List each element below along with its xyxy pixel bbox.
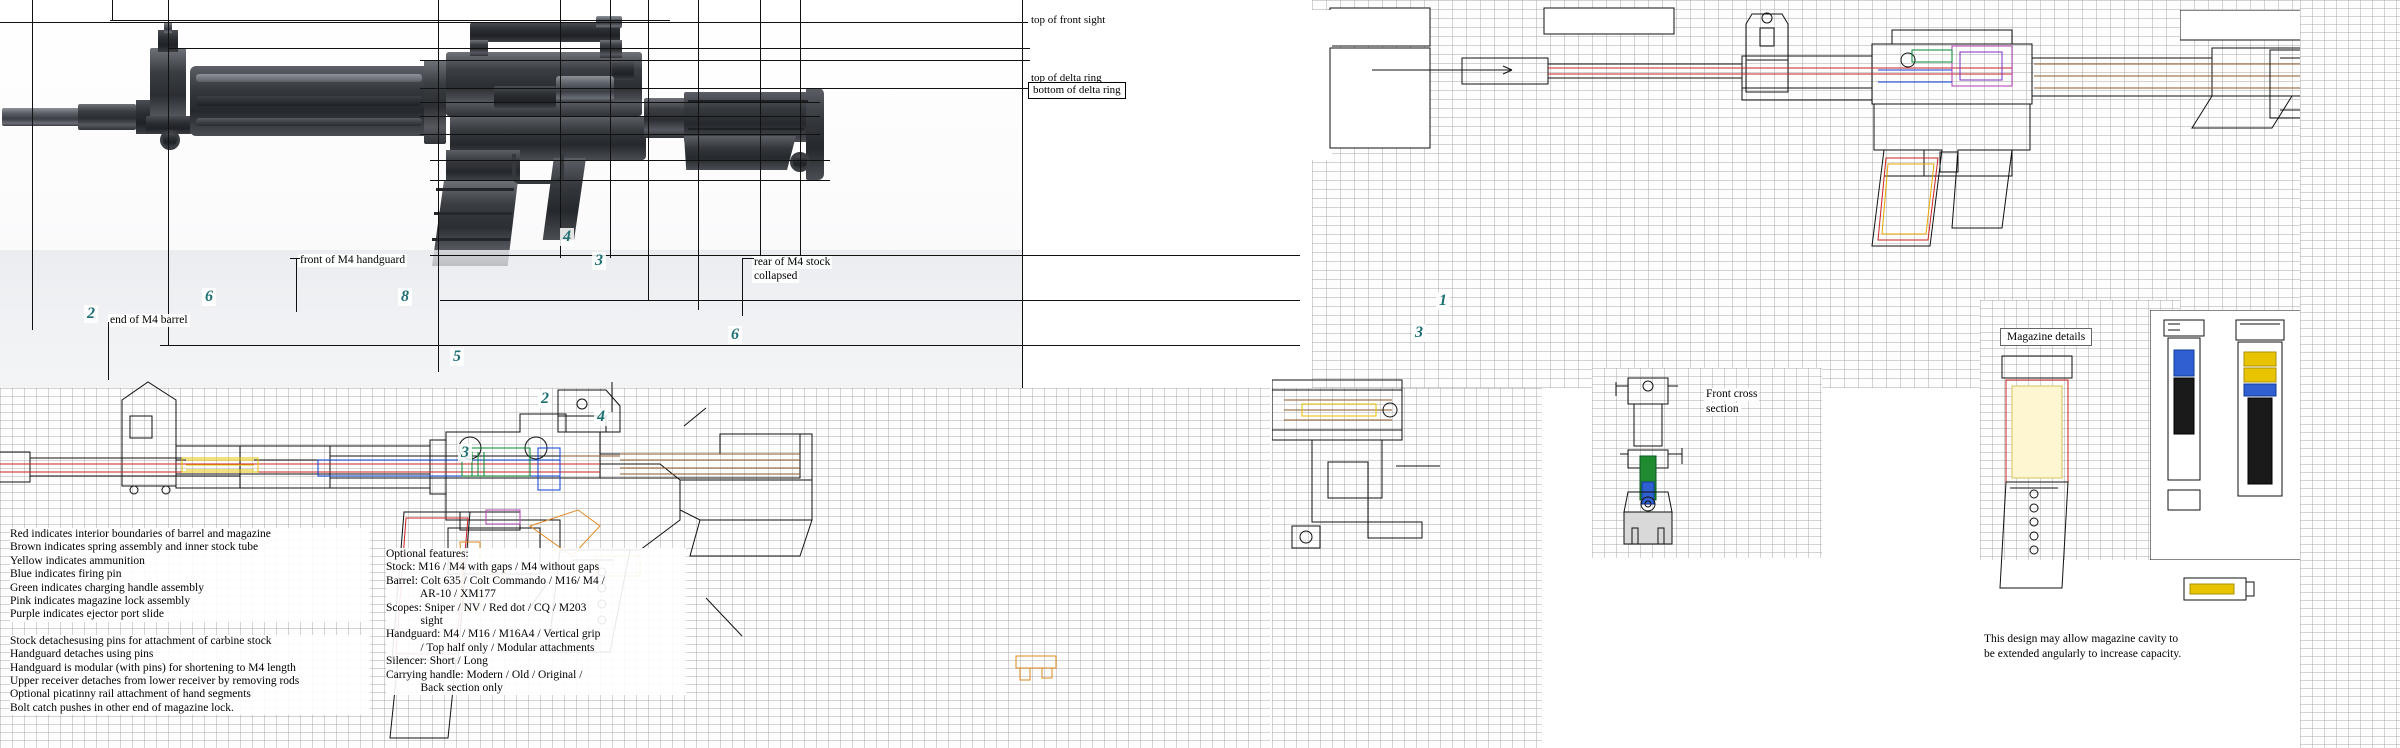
measure-line-h [420, 102, 820, 103]
measure-line-v [800, 0, 801, 258]
color-key-line-0: Red indicates interior boundaries of bar… [10, 528, 370, 542]
callout-top-of-front-sight: top of front sight [1028, 14, 1109, 27]
optional-features-line-8: Carrying handle: Modern / Old / Original… [386, 668, 686, 683]
callout-bottom-of-delta-ring: bottom of delta ring [1028, 82, 1126, 99]
measure-line-h [420, 134, 820, 135]
measure-line-v [32, 0, 33, 330]
label-rear-of-m4-stock-collapsed: collapsed [752, 270, 800, 283]
measure-line-h [430, 160, 830, 161]
optional-features-line-7: Silencer: Short / Long [386, 655, 686, 669]
part-number-2-trigger: 2 [538, 390, 552, 408]
measure-line-h [0, 22, 1030, 23]
part-number-5-magwell: 5 [450, 348, 464, 366]
optional-features-line-1: Barrel: Colt 635 / Colt Commando / M16/ … [386, 574, 686, 589]
part-number-3-stock-detail: 3 [1412, 324, 1426, 342]
part-number-6-barrel: 6 [202, 288, 216, 306]
label-front-cross-section-line1: Front cross [1704, 388, 1760, 401]
measure-line-v [760, 0, 761, 258]
label-end-of-m4-barrel: end of M4 barrel [108, 314, 190, 327]
photo-reference-panel: top of front sight top of delta ring bot… [0, 0, 1310, 390]
measure-line-v [112, 0, 113, 20]
leader-rear-of-m4-stock-h [742, 258, 754, 259]
callout-top-of-delta-ring: top of delta ring [1028, 72, 1105, 85]
optional-features-line-4: sight [386, 615, 686, 629]
measure-line-h [160, 345, 1300, 346]
assembly-note-4: Optional picatinny rail attachment of ha… [10, 688, 370, 702]
optional-features-line-6: / Top half only / Modular attachments [386, 641, 686, 656]
leader-front-of-m4-handguard [296, 258, 297, 312]
measure-line-h [420, 88, 1030, 89]
blueprint-collapsed-stock-detail [1272, 379, 1440, 549]
color-key-spacer [10, 622, 370, 635]
label-rear-of-m4-stock: rear of M4 stock [752, 256, 833, 269]
measure-line-v [560, 0, 561, 258]
optional-features-line-9: Back section only [386, 682, 686, 696]
blueprint-grid-right-margin [2300, 0, 2400, 748]
measure-line-h [430, 180, 830, 181]
optional-features-line-3: Scopes: Sniper / NV / Red dot / CQ / M20… [386, 601, 686, 616]
blueprint-front-cross-section [1615, 377, 1683, 545]
label-magazine-note-line1: This design may allow magazine cavity to [1982, 633, 2181, 646]
blueprint-rifle-orthographic [1312, 7, 2371, 247]
assembly-note-3: Upper receiver detaches from lower recei… [10, 675, 370, 689]
measure-line-h [420, 60, 1030, 61]
measure-line-h [430, 255, 1300, 256]
color-key-line-5: Pink indicates magazine lock assembly [10, 595, 370, 609]
measure-line-v [698, 0, 699, 310]
leader-end-of-m4-barrel [108, 322, 109, 380]
measure-line-h [168, 48, 1030, 49]
part-number-4-upper: 4 [560, 228, 574, 246]
part-number-8-handguard: 8 [398, 288, 412, 306]
label-magazine-details: Magazine details [2000, 328, 2093, 346]
color-key-block: Red indicates interior boundaries of bar… [10, 528, 370, 716]
assembly-note-1: Handguard detaches using pins [10, 648, 370, 662]
leader-front-of-m4-handguard-h [290, 258, 300, 259]
color-key-line-6: Purple indicates ejector port slide [10, 608, 370, 622]
assembly-note-2: Handguard is modular (with pins) for sho… [10, 661, 370, 676]
color-key-line-1: Brown indicates spring assembly and inne… [10, 541, 370, 555]
part-number-6-buffer: 6 [728, 326, 742, 344]
label-magazine-note-line2: be extended angularly to increase capaci… [1982, 648, 2184, 661]
color-key-line-4: Green indicates charging handle assembly [10, 581, 370, 596]
part-number-1-stock-detail: 1 [1436, 292, 1450, 310]
optional-features-line-2: AR-10 / XM177 [386, 588, 686, 602]
part-number-3-charging-handle: 3 [592, 252, 606, 270]
optional-features-heading: Optional features: [386, 548, 686, 562]
label-front-of-m4-handguard: front of M4 handguard [298, 254, 408, 267]
blueprint-grid-stock-detail [1272, 388, 1542, 748]
measure-line-v [1022, 0, 1023, 390]
part-number-3-grip: 3 [458, 444, 472, 462]
measure-line-h [420, 116, 820, 117]
measure-line-h [440, 300, 1300, 301]
assembly-note-5: Bolt catch pushes in other end of magazi… [10, 701, 370, 716]
measure-line-h [110, 20, 670, 21]
blueprint-small-orange-part [1015, 655, 1057, 681]
color-key-line-3: Blue indicates firing pin [10, 568, 370, 582]
part-number-4-lower-rear: 4 [594, 408, 608, 426]
measure-line-v [438, 0, 439, 372]
measure-line-v [648, 0, 649, 300]
blueprint-magazine-base-plate [2183, 577, 2255, 601]
measure-line-v [610, 0, 611, 258]
rifle-photograph [0, 0, 1022, 390]
part-number-2-barrel: 2 [84, 305, 98, 323]
optional-features-line-5: Handguard: M4 / M16 / M16A4 / Vertical g… [386, 628, 686, 642]
measure-line-v [168, 0, 169, 345]
label-front-cross-section-line2: section [1704, 403, 1741, 416]
optional-features-line-0: Stock: M16 / M4 with gaps / M4 without g… [386, 561, 686, 575]
blueprint-magazine-side [1999, 355, 2073, 589]
assembly-note-0: Stock detachesusing pins for attachment … [10, 634, 370, 649]
leader-rear-of-m4-stock [742, 258, 743, 316]
color-key-line-2: Yellow indicates ammunition [10, 554, 370, 569]
optional-features-block: Optional features: Stock: M16 / M4 with … [386, 548, 686, 696]
blueprint-magazine-sections [2150, 310, 2310, 560]
